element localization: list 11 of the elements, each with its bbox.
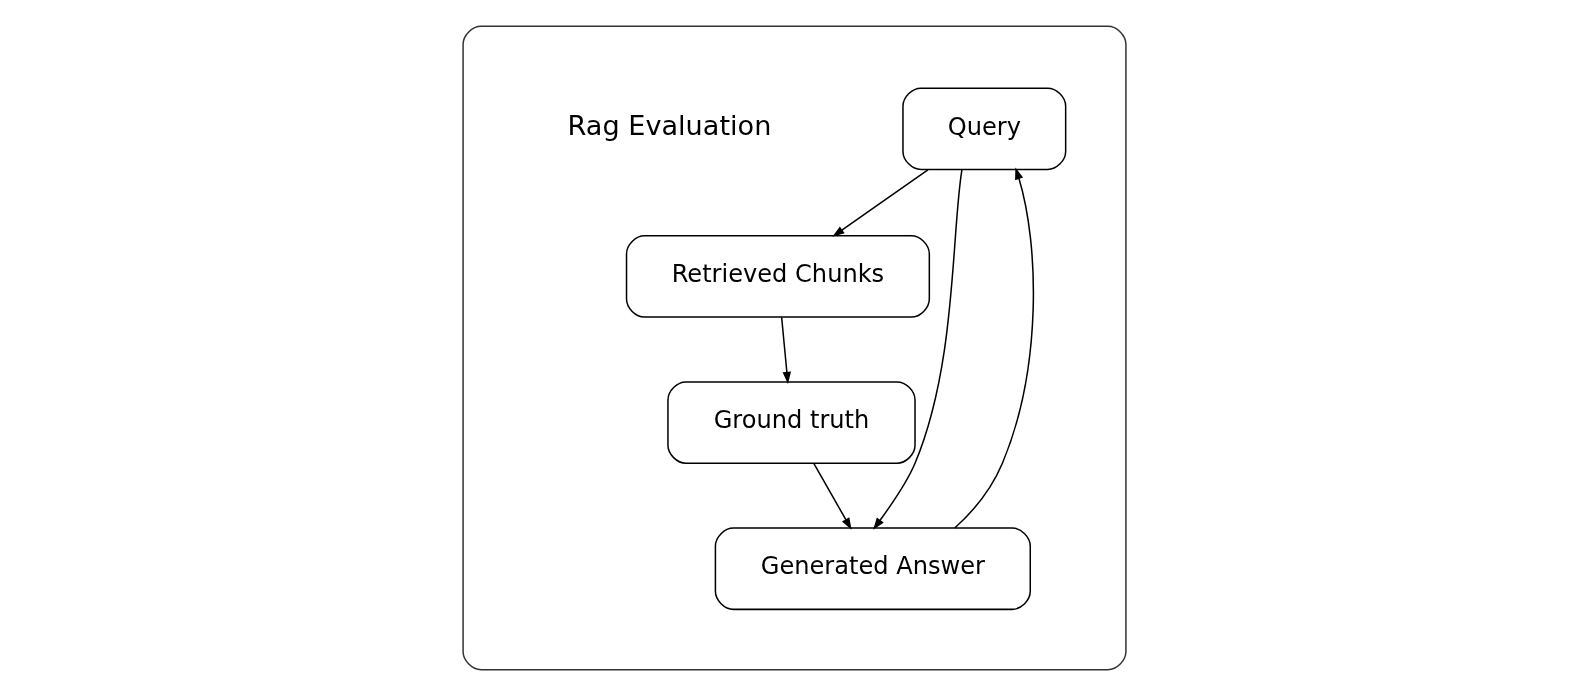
node-box: Retrieved Chunks <box>625 235 930 318</box>
arrow <box>953 167 1034 529</box>
node-box: Generated Answer <box>714 527 1031 611</box>
arrow <box>872 168 963 530</box>
node-box: Ground truth <box>666 381 916 464</box>
label: Rag Evaluation <box>567 110 771 142</box>
cluster <box>461 25 1127 671</box>
node-box: Query <box>901 87 1066 171</box>
arrow <box>780 316 791 384</box>
arrow <box>812 462 852 530</box>
arrow <box>831 169 929 237</box>
